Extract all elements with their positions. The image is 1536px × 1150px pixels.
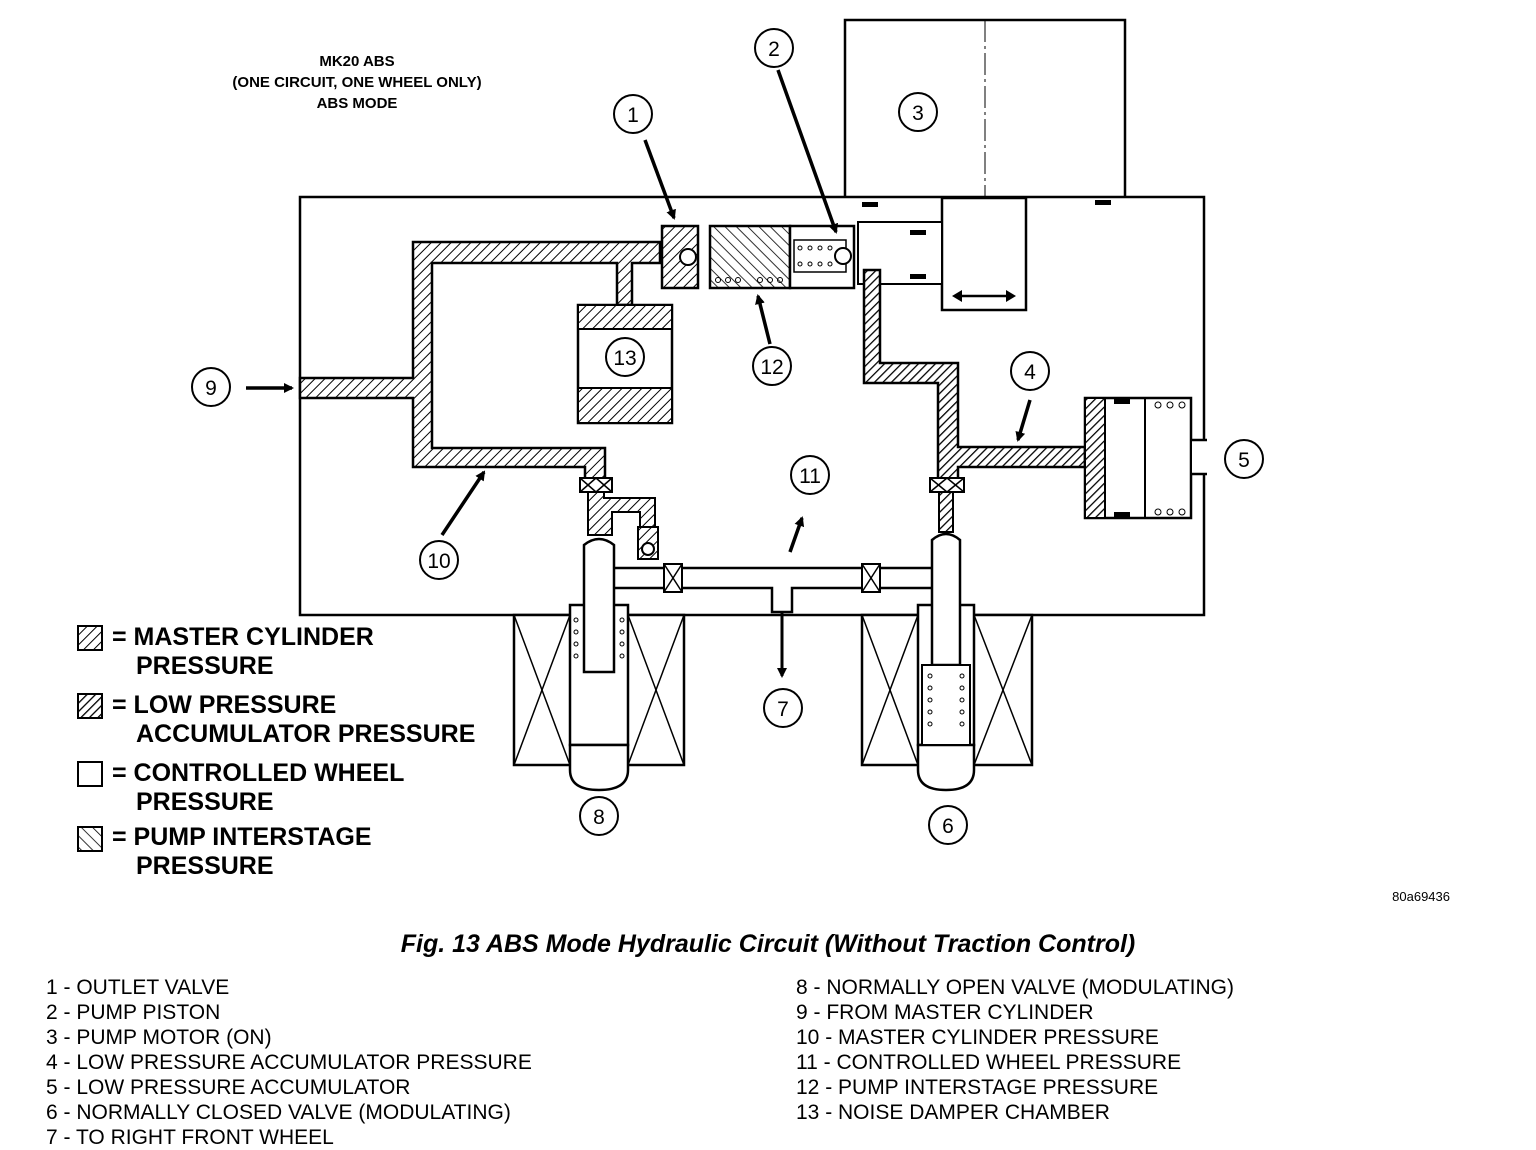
noise-damper-chamber [576,303,674,425]
pump-interstage-chamber [708,224,792,290]
legend-label-pump-interstage: = PUMP INTERSTAGE [112,823,372,851]
svg-text:7: 7 [777,698,789,721]
svg-text:8: 8 [593,806,605,829]
normally-open-valve [512,537,686,792]
legend: = MASTER CYLINDER PRESSURE = LOW PRESSUR… [77,623,475,880]
callout-7: 7 [763,688,803,728]
svg-text:6: 6 [942,815,954,838]
legend-label-controlled-wheel: = CONTROLLED WHEEL [112,759,404,787]
svg-text:4: 4 [1024,361,1036,384]
diagram-header-line2: (ONE CIRCUIT, ONE WHEEL ONLY) [232,74,481,91]
key-list-left: 1 - OUTLET VALVE 2 - PUMP PISTON 3 - PUM… [46,975,532,1150]
legend-label-master-cylinder: = MASTER CYLINDER [112,623,374,651]
key-item: 5 - LOW PRESSURE ACCUMULATOR [46,1076,411,1099]
pump-motor-shaft [857,196,1111,312]
master-cylinder-channel [298,240,662,482]
legend-swatch-low-pressure [77,693,103,719]
legend-label-low-pressure-line2: ACCUMULATOR PRESSURE [136,720,475,748]
outlet-valve [660,224,700,290]
callout-3: 3 [898,92,938,132]
callout-10: 10 [419,540,459,580]
key-item: 3 - PUMP MOTOR (ON) [46,1026,272,1049]
callout-8: 8 [579,796,619,836]
key-item: 13 - NOISE DAMPER CHAMBER [796,1101,1110,1124]
svg-text:13: 13 [613,347,636,370]
callout-2: 2 [754,28,794,68]
check-valve [637,526,659,560]
legend-swatch-controlled-wheel [77,761,103,787]
callout-13: 13 [605,337,645,377]
key-item: 12 - PUMP INTERSTAGE PRESSURE [796,1076,1159,1099]
pump-piston [788,224,856,290]
legend-swatch-pump-interstage [77,826,103,852]
svg-text:3: 3 [912,102,924,125]
svg-text:2: 2 [768,38,780,61]
nc-valve-passage [938,491,954,533]
callout-arrows [246,69,1032,553]
key-item: 10 - MASTER CYLINDER PRESSURE [796,1026,1159,1049]
callout-9: 9 [191,367,231,407]
key-item: 7 - TO RIGHT FRONT WHEEL [46,1126,334,1149]
figure-code: 80a69436 [1392,889,1450,904]
svg-text:5: 5 [1238,449,1250,472]
abs-hydraulic-diagram: MK20 ABS (ONE CIRCUIT, ONE WHEEL ONLY) A… [77,18,1450,904]
diagram-header-line1: MK20 ABS [319,53,394,70]
svg-text:9: 9 [205,377,217,400]
svg-text:12: 12 [760,356,783,379]
key-list-right: 8 - NORMALLY OPEN VALVE (MODULATING) 9 -… [796,975,1234,1125]
key-item: 9 - FROM MASTER CYLINDER [796,1001,1094,1024]
legend-label-pump-interstage-line2: PRESSURE [136,852,274,880]
callout-5: 5 [1224,439,1264,479]
figure-caption: Fig. 13 ABS Mode Hydraulic Circuit (With… [400,930,1136,958]
svg-text:11: 11 [799,465,821,488]
low-pressure-accumulator [1083,396,1208,520]
key-item: 1 - OUTLET VALVE [46,976,230,999]
svg-text:10: 10 [427,550,450,573]
callout-11: 11 [790,455,830,495]
key-item: 6 - NORMALLY CLOSED VALVE (MODULATING) [46,1101,511,1124]
callout-6: 6 [928,805,968,845]
legend-label-low-pressure: = LOW PRESSURE [112,691,336,719]
callout-12: 12 [752,346,792,386]
key-item: 2 - PUMP PISTON [46,1001,221,1024]
legend-swatch-master-cylinder [77,625,103,651]
wheel-line-filters [663,563,881,593]
diagram-header-line3: ABS MODE [317,95,398,112]
key-item: 11 - CONTROLLED WHEEL PRESSURE [796,1051,1182,1074]
callout-1: 1 [613,94,653,134]
key-item: 8 - NORMALLY OPEN VALVE (MODULATING) [796,976,1234,999]
legend-label-controlled-wheel-line2: PRESSURE [136,788,274,816]
normally-closed-valve [860,532,1034,792]
legend-label-master-cylinder-line2: PRESSURE [136,652,274,680]
callout-4: 4 [1010,351,1050,391]
svg-text:1: 1 [627,104,639,127]
key-item: 4 - LOW PRESSURE ACCUMULATOR PRESSURE [46,1051,532,1074]
